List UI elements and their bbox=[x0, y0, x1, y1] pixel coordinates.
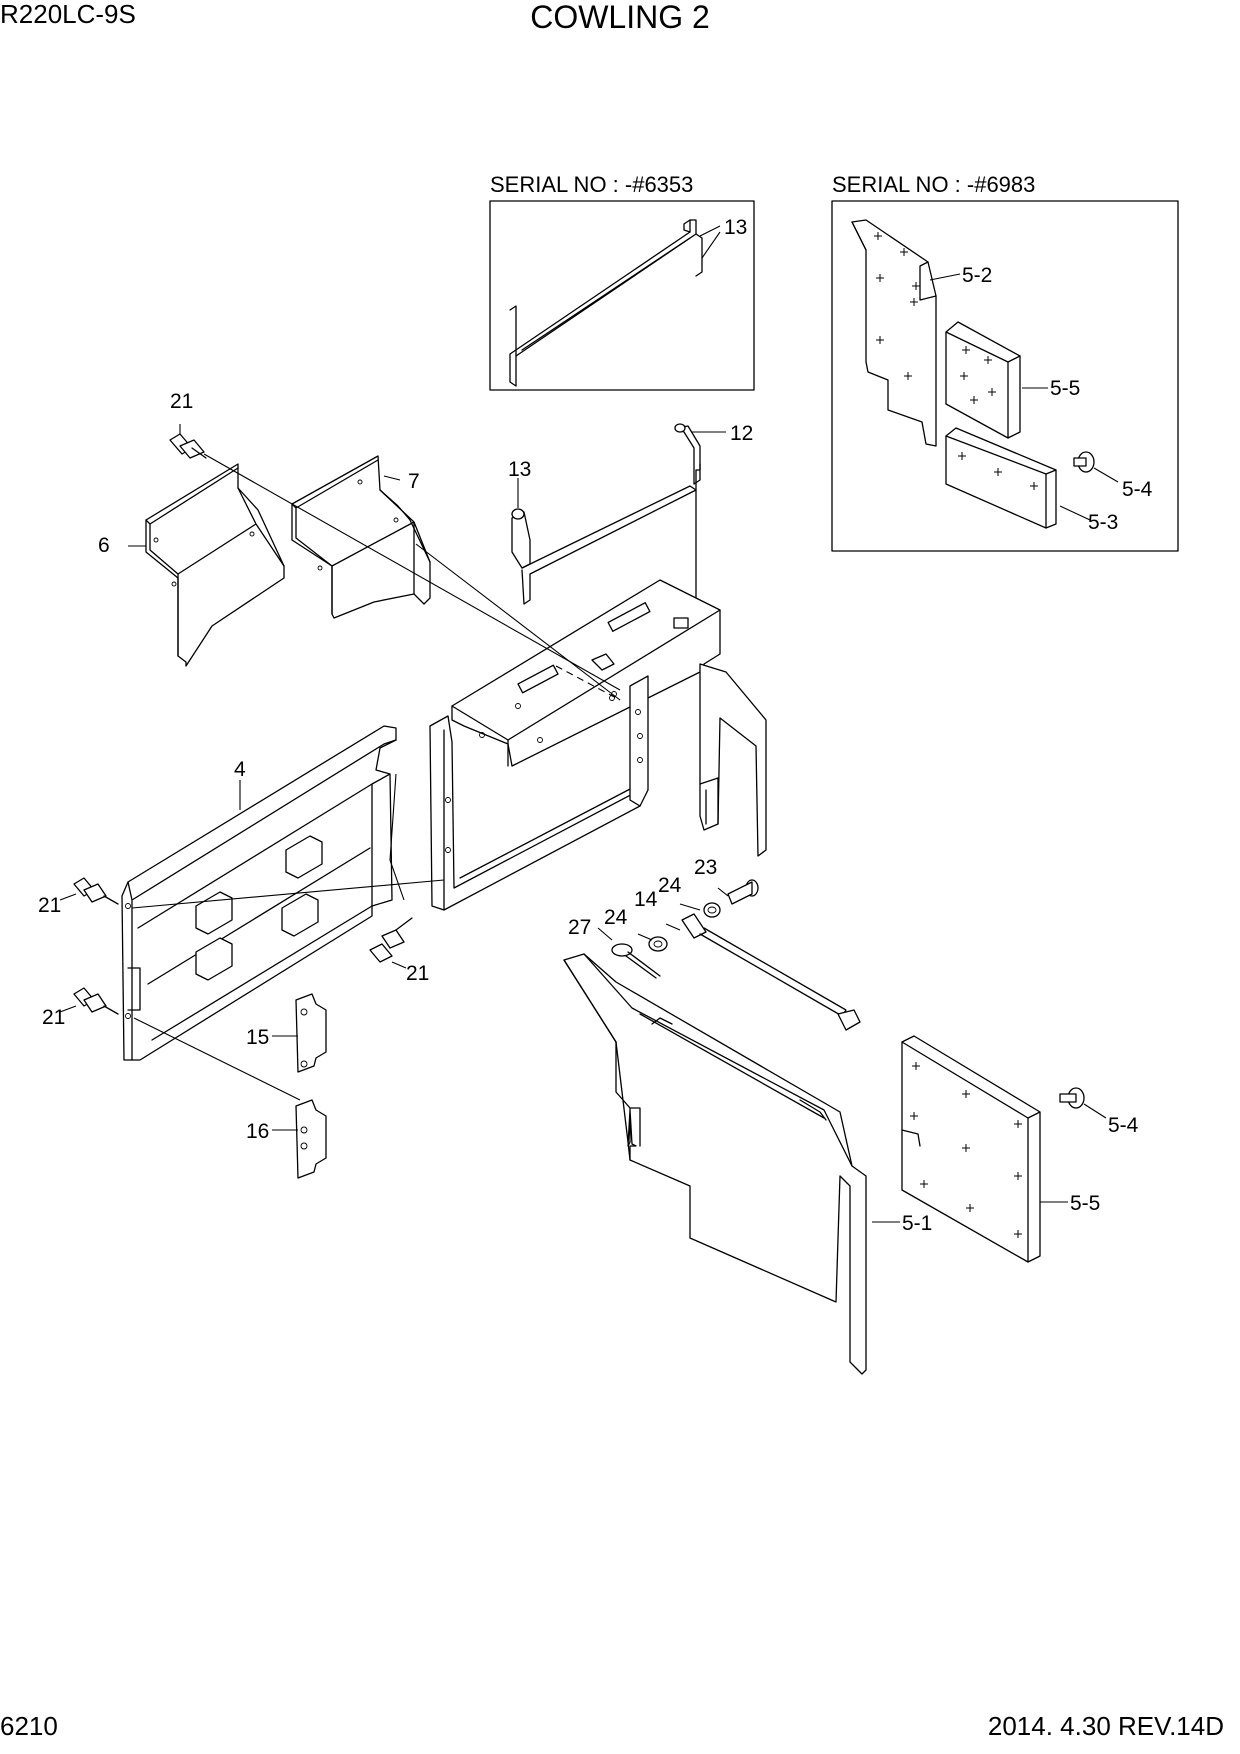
part-5-4-rivet bbox=[1059, 1087, 1085, 1109]
callout-24-b: 24 bbox=[604, 906, 628, 929]
part-6-cover-bracket bbox=[145, 463, 285, 667]
part-21-bolt-center bbox=[369, 917, 413, 963]
callout-27: 27 bbox=[568, 916, 591, 939]
model-number: R220LC-9S bbox=[0, 0, 136, 29]
inset-caption-serial-6353: SERIAL NO : -#6353 bbox=[490, 172, 694, 197]
callout-5-4: 5-4 bbox=[1108, 1114, 1139, 1137]
part-23-pin bbox=[727, 879, 759, 905]
callout-21-left-lower: 21 bbox=[42, 1006, 65, 1029]
part-12-rod bbox=[674, 423, 701, 629]
callout-13: 13 bbox=[508, 458, 531, 481]
page-title: COWLING 2 bbox=[530, 0, 710, 35]
part-5-5-pad-inset bbox=[945, 321, 1021, 439]
callout-16: 16 bbox=[246, 1120, 269, 1143]
callout-5-1: 5-1 bbox=[902, 1212, 932, 1235]
part-21-bolt-top bbox=[169, 433, 207, 459]
part-13-rod bbox=[511, 485, 697, 605]
part-14-stay-rod bbox=[681, 913, 861, 1031]
callout-5-2: 5-2 bbox=[962, 264, 992, 287]
callout-21-center: 21 bbox=[406, 962, 429, 985]
part-5-5-pad bbox=[901, 1035, 1041, 1263]
part-4-side-cover bbox=[121, 725, 397, 1061]
part-13-inset-drawing bbox=[509, 219, 703, 387]
callout-13-inset: 13 bbox=[724, 216, 747, 239]
part-16-bracket bbox=[295, 1099, 327, 1179]
callout-4: 4 bbox=[234, 758, 246, 781]
revision-stamp: 2014. 4.30 REV.14D bbox=[987, 1711, 1224, 1741]
part-5-4-rivet-inset bbox=[1073, 451, 1095, 473]
callout-15: 15 bbox=[246, 1026, 269, 1049]
callout-14: 14 bbox=[634, 888, 658, 911]
part-5-2-pad bbox=[851, 219, 937, 447]
callout-12: 12 bbox=[730, 422, 753, 445]
part-24-washer-b bbox=[648, 936, 668, 952]
inset-caption-serial-6983: SERIAL NO : -#6983 bbox=[832, 172, 1036, 197]
part-27-split-pin bbox=[611, 943, 661, 979]
callout-6: 6 bbox=[98, 534, 110, 557]
callout-5-3: 5-3 bbox=[1088, 511, 1118, 534]
part-5-1-side-panel bbox=[563, 953, 867, 1375]
page-number: 6210 bbox=[0, 1711, 58, 1741]
callout-24-a: 24 bbox=[658, 874, 682, 897]
part-15-bracket bbox=[295, 993, 327, 1073]
part-5-3-pad bbox=[945, 427, 1057, 529]
callout-5-5-inset: 5-5 bbox=[1050, 377, 1080, 400]
callout-21-left-upper: 21 bbox=[38, 894, 61, 917]
part-7-cover-bracket bbox=[291, 455, 431, 619]
part-24-washer-a bbox=[703, 902, 721, 918]
part-21-bolt-left-upper bbox=[73, 877, 119, 905]
part-21-bolt-left-lower bbox=[73, 987, 119, 1015]
inset-frame-serial-6353 bbox=[489, 200, 755, 391]
callout-5-4-inset: 5-4 bbox=[1122, 478, 1153, 501]
inset-frame-serial-6983 bbox=[831, 200, 1179, 552]
callout-7: 7 bbox=[408, 470, 420, 493]
callout-5-5: 5-5 bbox=[1070, 1192, 1100, 1215]
callout-23: 23 bbox=[694, 856, 717, 879]
callout-21-top: 21 bbox=[170, 390, 193, 413]
